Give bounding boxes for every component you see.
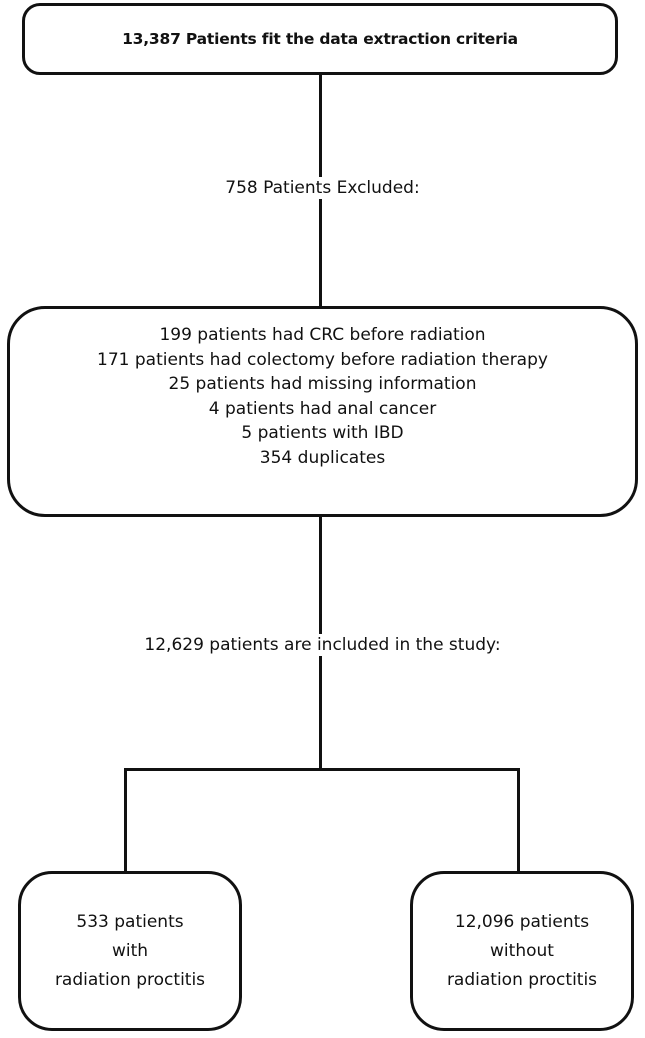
source-population-text: 13,387 Patients fit the data extraction …	[122, 30, 518, 48]
exclusion-reason: 4 patients had anal cancer	[208, 398, 437, 419]
without-proctitis-qualifier: without	[490, 940, 554, 961]
excluded-label: 758 Patients Excluded:	[221, 178, 424, 198]
without-proctitis-box: 12,096 patients without radiation procti…	[410, 871, 634, 1031]
with-proctitis-condition: radiation proctitis	[54, 969, 206, 990]
connector-right-drop	[517, 768, 520, 872]
exclusion-reasons-box: 199 patients had CRC before radiation 17…	[7, 306, 638, 517]
exclusion-reason: 354 duplicates	[259, 447, 386, 468]
connector-horizontal-split	[124, 768, 520, 771]
included-label: 12,629 patients are included in the stud…	[140, 635, 505, 655]
source-population-box: 13,387 Patients fit the data extraction …	[22, 3, 618, 75]
exclusion-reason: 25 patients had missing information	[168, 374, 477, 394]
exclusion-reason: 199 patients had CRC before radiation	[159, 325, 486, 345]
exclusion-reason: 5 patients with IBD	[241, 423, 404, 443]
without-proctitis-count: 12,096 patients	[454, 911, 590, 932]
without-proctitis-condition: radiation proctitis	[446, 969, 598, 990]
connector-left-drop	[124, 768, 127, 872]
excluded-label-wrap: 758 Patients Excluded:	[0, 177, 645, 199]
exclusion-reason: 171 patients had colectomy before radiat…	[97, 349, 548, 370]
with-proctitis-box: 533 patients with radiation proctitis	[18, 871, 242, 1031]
included-label-wrap: 12,629 patients are included in the stud…	[0, 634, 645, 656]
with-proctitis-qualifier: with	[111, 940, 149, 961]
with-proctitis-count: 533 patients	[76, 911, 184, 932]
